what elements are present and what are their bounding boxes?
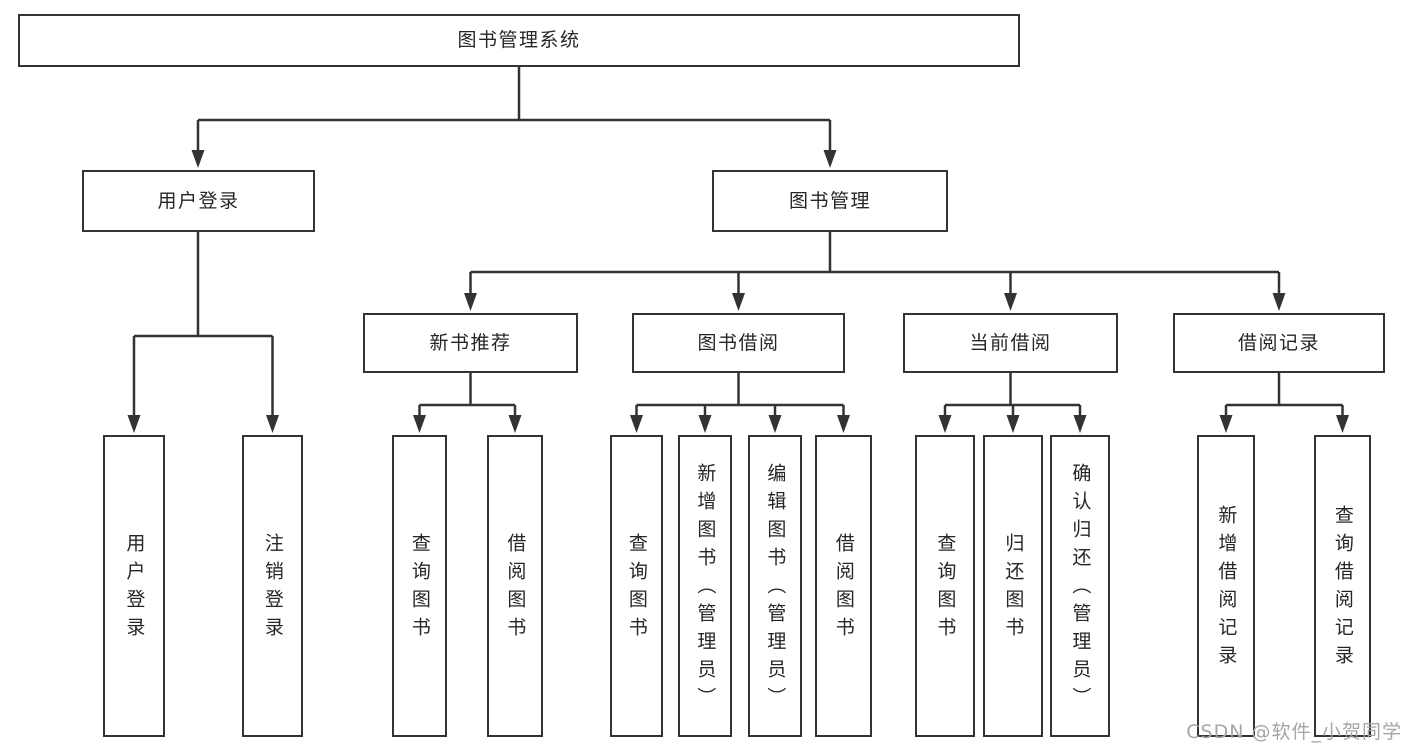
node-book-management: 图书管理: [712, 170, 948, 232]
node-root-system: 图书管理系统: [18, 14, 1020, 67]
leaf-current-query-book: 查询图书: [915, 435, 975, 737]
node-book-borrow: 图书借阅: [632, 313, 845, 373]
leaf-logout: 注销登录: [242, 435, 303, 737]
leaf-user-login: 用户登录: [103, 435, 165, 737]
leaf-query-borrow-record: 查询借阅记录: [1314, 435, 1371, 737]
leaf-borrow-book: 借阅图书: [815, 435, 872, 737]
node-current-borrow: 当前借阅: [903, 313, 1118, 373]
csdn-watermark: CSDN @软件_小贺同学: [1186, 721, 1402, 743]
leaf-borrow-query-book: 查询图书: [610, 435, 663, 737]
node-new-book-recommend: 新书推荐: [363, 313, 578, 373]
node-borrow-records: 借阅记录: [1173, 313, 1385, 373]
leaf-add-book-admin: 新增图书（管理员）: [678, 435, 732, 737]
leaf-return-book: 归还图书: [983, 435, 1043, 737]
leaf-edit-book-admin: 编辑图书（管理员）: [748, 435, 802, 737]
leaf-recommend-borrow-book: 借阅图书: [487, 435, 543, 737]
leaf-recommend-query-book: 查询图书: [392, 435, 447, 737]
node-user-login: 用户登录: [82, 170, 315, 232]
leaf-add-borrow-record: 新增借阅记录: [1197, 435, 1255, 737]
leaf-confirm-return-admin: 确认归还（管理员）: [1050, 435, 1110, 737]
